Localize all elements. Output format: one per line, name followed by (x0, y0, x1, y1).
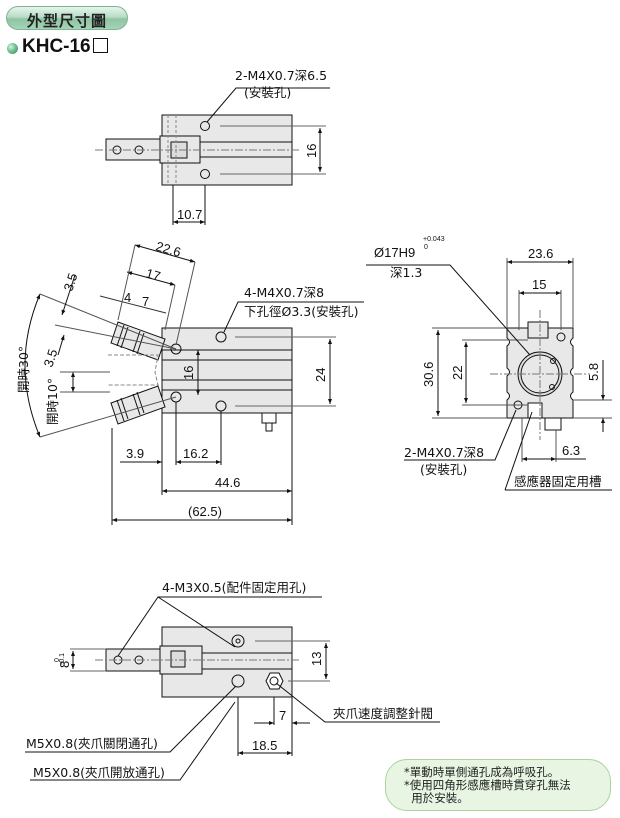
bore-depth: 深1.3 (390, 265, 422, 280)
end-callout-hole-sub: (安裝孔) (420, 462, 467, 477)
bottom-dim-18-5: 18.5 (252, 738, 277, 753)
angle-open-10: 開時10° (45, 378, 60, 425)
mount-hole (200, 169, 210, 179)
side-dim-62-5: (62.5) (188, 504, 222, 519)
end-dim-22: 22 (450, 366, 465, 380)
note-line: *單動時單側通孔成為呼吸孔。 (404, 765, 560, 779)
bore-tol-lower: 0 (424, 244, 428, 251)
bore-label: Ø17H9 (374, 245, 415, 260)
side-dim-16-2: 16.2 (183, 446, 208, 461)
bottom-dim-8: 8 (57, 661, 72, 668)
side-dim-22-6: 22.6 (154, 238, 182, 259)
bullet-icon (7, 43, 18, 54)
side-dim-3-5-mid: 3.5 (41, 347, 61, 369)
lower-jaw (110, 385, 166, 425)
side-dim-17: 17 (144, 265, 162, 283)
top-dim-10-7: 10.7 (177, 207, 202, 222)
bottom-callout-close-port: M5X0.8(夾爪關閉通孔) (26, 736, 158, 751)
top-callout-hole-sub: (安裝孔) (244, 85, 291, 100)
side-callout-hole-sub: 下孔徑Ø3.3(安裝孔) (244, 304, 358, 319)
bottom-callout-valve: 夾爪速度調整針閥 (333, 706, 433, 721)
bottom-dim-8-tol-lower: -0.1 (59, 653, 66, 665)
labels: 2-M4X0.7深6.5 (安裝孔) 16 10.7 22.6 17 4 7 3… (16, 68, 602, 780)
side-dim-24: 24 (313, 368, 328, 382)
mount-hole (556, 332, 566, 342)
empty-square-icon (92, 38, 108, 53)
side-dim-44-6: 44.6 (215, 475, 240, 490)
end-callout-sensor: 感應器固定用槽 (514, 474, 602, 489)
side-view (24, 244, 364, 525)
side-dim-4: 4 (124, 290, 131, 305)
bore-tol-upper: +0.043 (423, 236, 445, 243)
section-title: 外型尺寸圖 (27, 12, 108, 30)
top-dim-16: 16 (304, 144, 319, 158)
bottom-dim-13: 13 (309, 652, 324, 666)
mount-hole (215, 331, 227, 343)
end-dim-15: 15 (532, 277, 546, 292)
side-body (161, 327, 293, 414)
end-dim-23-6: 23.6 (528, 246, 553, 261)
notes-box: *單動時單側通孔成為呼吸孔。 *使用四角形感應槽時貫穿孔無法 用於安裝。 (385, 759, 611, 811)
side-callout-hole: 4-M4X0.7深8 (244, 285, 324, 300)
bottom-dim-8-tol-upper: 0 (54, 658, 61, 662)
top-view (95, 87, 330, 225)
side-dim-3-5-top: 3.5 (61, 271, 81, 293)
bottom-callout-open-port: M5X0.8(夾爪開放通孔) (33, 765, 165, 780)
side-dim-16: 16 (181, 366, 196, 380)
section-title-pill: 外型尺寸圖 (6, 6, 128, 30)
note-line: *使用四角形感應槽時貫穿孔無法 (404, 778, 571, 792)
mount-hole (200, 121, 210, 131)
end-dim-6-3: 6.3 (562, 443, 580, 458)
bottom-view (25, 596, 440, 781)
bottom-callout-hole: 4-M3X0.5(配件固定用孔) (162, 580, 306, 595)
bottom-dim-7: 7 (279, 708, 286, 723)
side-dim-3-9: 3.9 (126, 446, 144, 461)
model-title: KHC-16 (22, 36, 108, 58)
angle-open-30: 開時30° (16, 346, 31, 393)
end-view (366, 258, 612, 491)
end-dim-30-6: 30.6 (421, 362, 436, 387)
end-callout-hole: 2-M4X0.7深8 (404, 445, 484, 460)
top-callout-hole: 2-M4X0.7深6.5 (235, 68, 327, 83)
side-dim-7: 7 (142, 294, 149, 309)
end-dim-5-8: 5.8 (586, 363, 601, 381)
model-name: KHC-16 (22, 36, 91, 57)
note-line: 用於安裝。 (404, 791, 469, 805)
